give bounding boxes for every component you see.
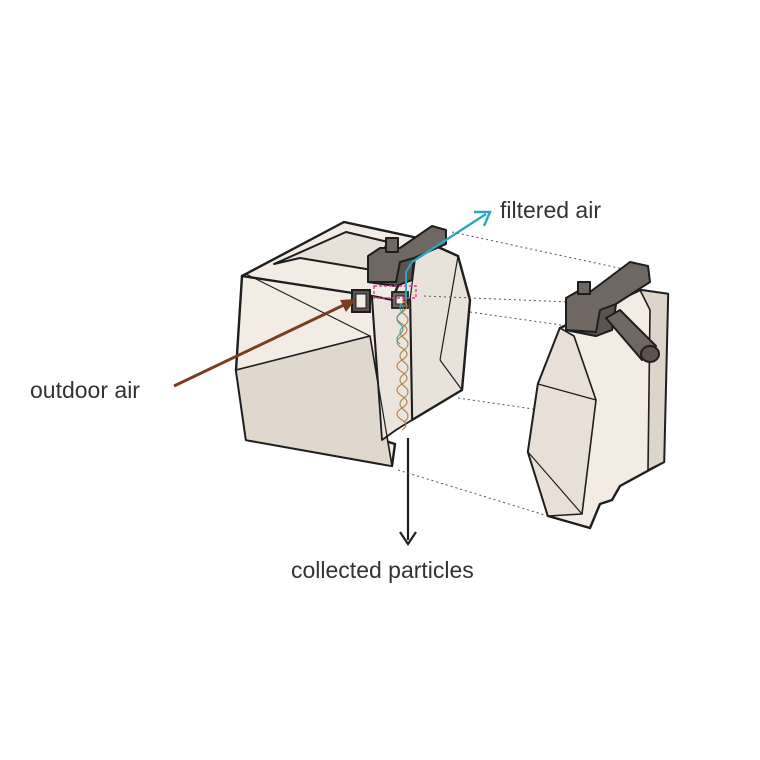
collected-particles-label: collected particles: [291, 557, 474, 583]
right-outlet-pipe-end: [641, 346, 659, 362]
collected-particles-arrow: [400, 438, 416, 544]
inlet-port: [352, 290, 370, 312]
outdoor-air-label: outdoor air: [30, 377, 140, 403]
left-block: [236, 222, 470, 466]
left-outlet-nozzle: [386, 238, 398, 252]
right-outlet-nozzle: [578, 282, 590, 294]
filtered-air-label: filtered air: [500, 197, 601, 223]
